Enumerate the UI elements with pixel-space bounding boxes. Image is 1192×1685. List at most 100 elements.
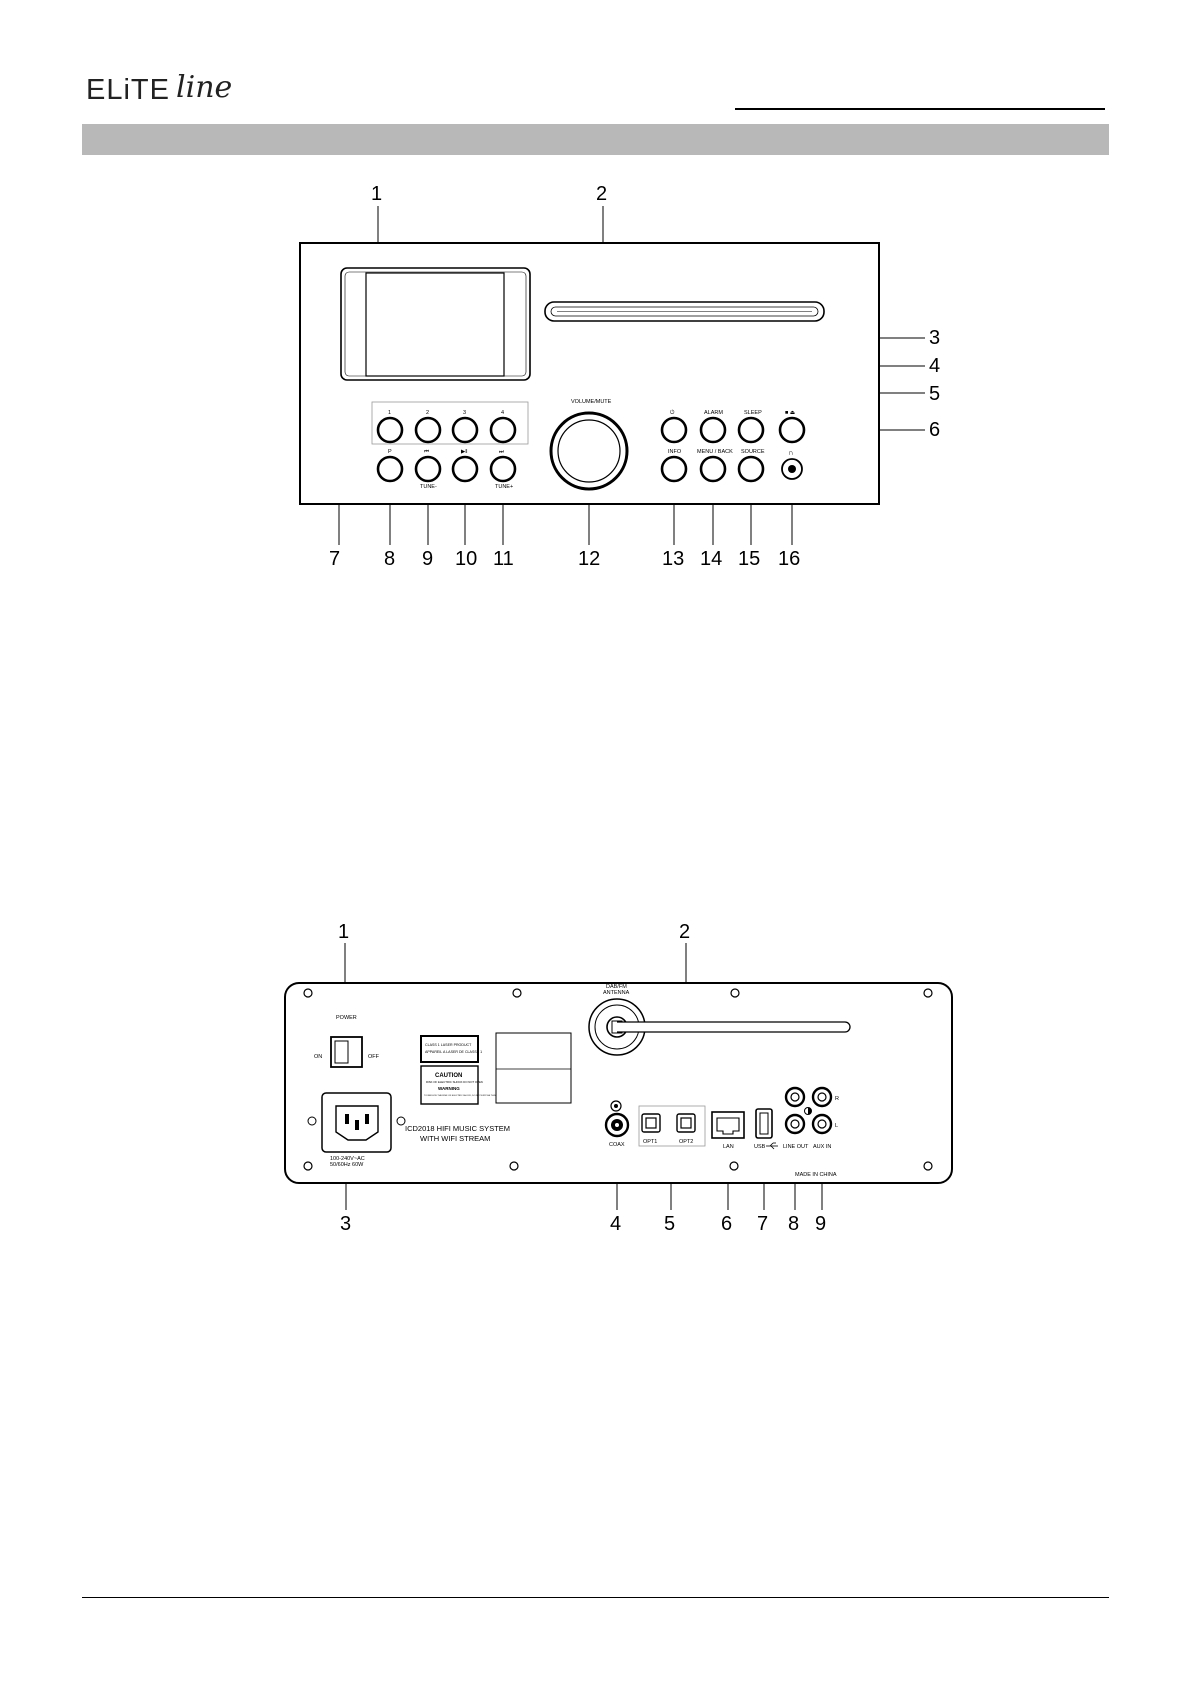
preset-1-button[interactable] (376, 416, 404, 444)
blank-label-area (495, 1032, 572, 1104)
front-panel-diagram: 1 2 3 4 5 6 7 8 9 10 11 12 13 14 15 16 (299, 183, 940, 570)
preset-3-button[interactable] (451, 416, 479, 444)
front-callout-1: 1 (371, 183, 382, 205)
coax-output-jack[interactable] (604, 1112, 630, 1138)
power-switch-label: POWER (336, 1015, 357, 1021)
front-callout-14: 14 (700, 548, 722, 570)
info-button[interactable] (660, 455, 688, 483)
preset-4-label: 4 (501, 410, 504, 416)
prev-label: ⏮ (424, 449, 429, 455)
preset-2-label: 2 (426, 410, 429, 416)
brand-logo-script: line (176, 70, 233, 105)
front-callout-11: 11 (493, 548, 514, 570)
alarm-label: ALARM (704, 410, 723, 416)
screw (509, 1161, 519, 1171)
screw (730, 988, 740, 998)
front-callout-2: 2 (596, 183, 607, 205)
section-bar (82, 124, 1109, 155)
rear-callout-2: 2 (679, 921, 690, 943)
rear-panel-diagram: 1 2 3 4 5 6 7 8 9 POWER ON OFF (284, 921, 953, 1235)
source-button[interactable] (737, 455, 765, 483)
usb-port[interactable] (755, 1108, 773, 1139)
model-line-2: WITH WIFI STREAM (420, 1134, 490, 1143)
screw (923, 1161, 933, 1171)
cd-slot (544, 301, 825, 322)
source-label: SOURCE (741, 449, 765, 455)
stop-eject-label: ■ ⏏ (785, 410, 796, 416)
next-tune-plus-button[interactable] (489, 455, 517, 483)
rear-callout-8: 8 (788, 1213, 799, 1235)
optical-input-2[interactable] (676, 1113, 696, 1133)
line-out-label: LINE OUT (783, 1144, 809, 1150)
lan-port[interactable] (711, 1111, 745, 1139)
line-out-r-jack[interactable] (784, 1086, 806, 1108)
header-rule (735, 108, 1105, 110)
laser-sticker (420, 1035, 479, 1063)
opt2-label: OPT2 (679, 1139, 693, 1145)
power-switch[interactable] (330, 1036, 363, 1068)
audio-indicator-icon (804, 1107, 812, 1115)
preset-3-label: 3 (463, 410, 466, 416)
volume-knob[interactable] (549, 411, 629, 491)
screw (303, 1161, 313, 1171)
rear-callout-4: 4 (610, 1213, 621, 1235)
sleep-label: SLEEP (744, 410, 762, 416)
display-screen (340, 267, 531, 381)
headphone-jack[interactable] (781, 458, 803, 480)
ac-power-inlet[interactable] (307, 1092, 406, 1153)
preset-2-button[interactable] (414, 416, 442, 444)
prev-tune-minus-button[interactable] (414, 455, 442, 483)
front-callout-4: 4 (929, 355, 940, 377)
ac-rating-label: 100-240V~AC (330, 1156, 365, 1162)
caution-title: CAUTION (435, 1073, 462, 1079)
front-callout-15: 15 (738, 548, 760, 570)
power-off-label: OFF (368, 1054, 380, 1060)
usb-label: USB (754, 1144, 766, 1150)
info-label: INFO (668, 449, 682, 455)
menu-back-button[interactable] (699, 455, 727, 483)
brand-logo-text: ELiTE (86, 74, 170, 106)
antenna-label-1: DAB/FM (606, 984, 627, 990)
sleep-button[interactable] (737, 416, 765, 444)
r-label: R (835, 1096, 839, 1102)
power-button[interactable] (660, 416, 688, 444)
lan-label: LAN (723, 1144, 734, 1150)
front-callout-9: 9 (422, 548, 433, 570)
screw (923, 988, 933, 998)
aux-in-l-jack[interactable] (811, 1113, 833, 1135)
laser-text-2: APPAREIL A LASER DE CLASSE 1 (425, 1050, 482, 1054)
preset-4-button[interactable] (489, 416, 517, 444)
front-callout-3: 3 (929, 327, 940, 349)
coax-indicator-icon (610, 1100, 622, 1112)
rear-callout-3: 3 (340, 1213, 351, 1235)
caution-sticker (420, 1065, 479, 1105)
front-callout-5: 5 (929, 383, 940, 405)
dab-fm-antenna[interactable] (588, 998, 851, 1056)
play-pause-button[interactable] (451, 455, 479, 483)
warning-title: WARNING (438, 1086, 460, 1091)
aux-in-r-jack[interactable] (811, 1086, 833, 1108)
ac-rating-label-2: 50/60Hz 60W (330, 1162, 364, 1168)
tune-minus-label: TUNE- (420, 484, 437, 490)
power-symbol-label: ⏻ (670, 409, 675, 416)
rear-callout-1: 1 (338, 921, 349, 943)
front-callout-10: 10 (455, 548, 477, 570)
rear-callout-7: 7 (757, 1213, 768, 1235)
stop-eject-button[interactable] (778, 416, 806, 444)
model-line-1: ICD2018 HIFI MUSIC SYSTEM (405, 1124, 510, 1133)
preset-p-button[interactable] (376, 455, 404, 483)
play-pause-label: ▶‖ (461, 449, 468, 455)
optical-input-1[interactable] (641, 1113, 661, 1133)
warning-sub: TO REDUCE THE RISK OF ELECTRIC SHOCK, DO… (424, 1094, 535, 1097)
front-callout-8: 8 (384, 548, 395, 570)
screw (729, 1161, 739, 1171)
aux-in-label: AUX IN (813, 1144, 831, 1150)
optical-group-box (638, 1105, 706, 1147)
preset-group-box (371, 401, 529, 445)
rear-callout-5: 5 (664, 1213, 675, 1235)
l-label: L (835, 1123, 838, 1129)
alarm-button[interactable] (699, 416, 727, 444)
preset-1-label: 1 (388, 410, 391, 416)
preset-p-label: P (388, 449, 392, 455)
line-out-l-jack[interactable] (784, 1113, 806, 1135)
